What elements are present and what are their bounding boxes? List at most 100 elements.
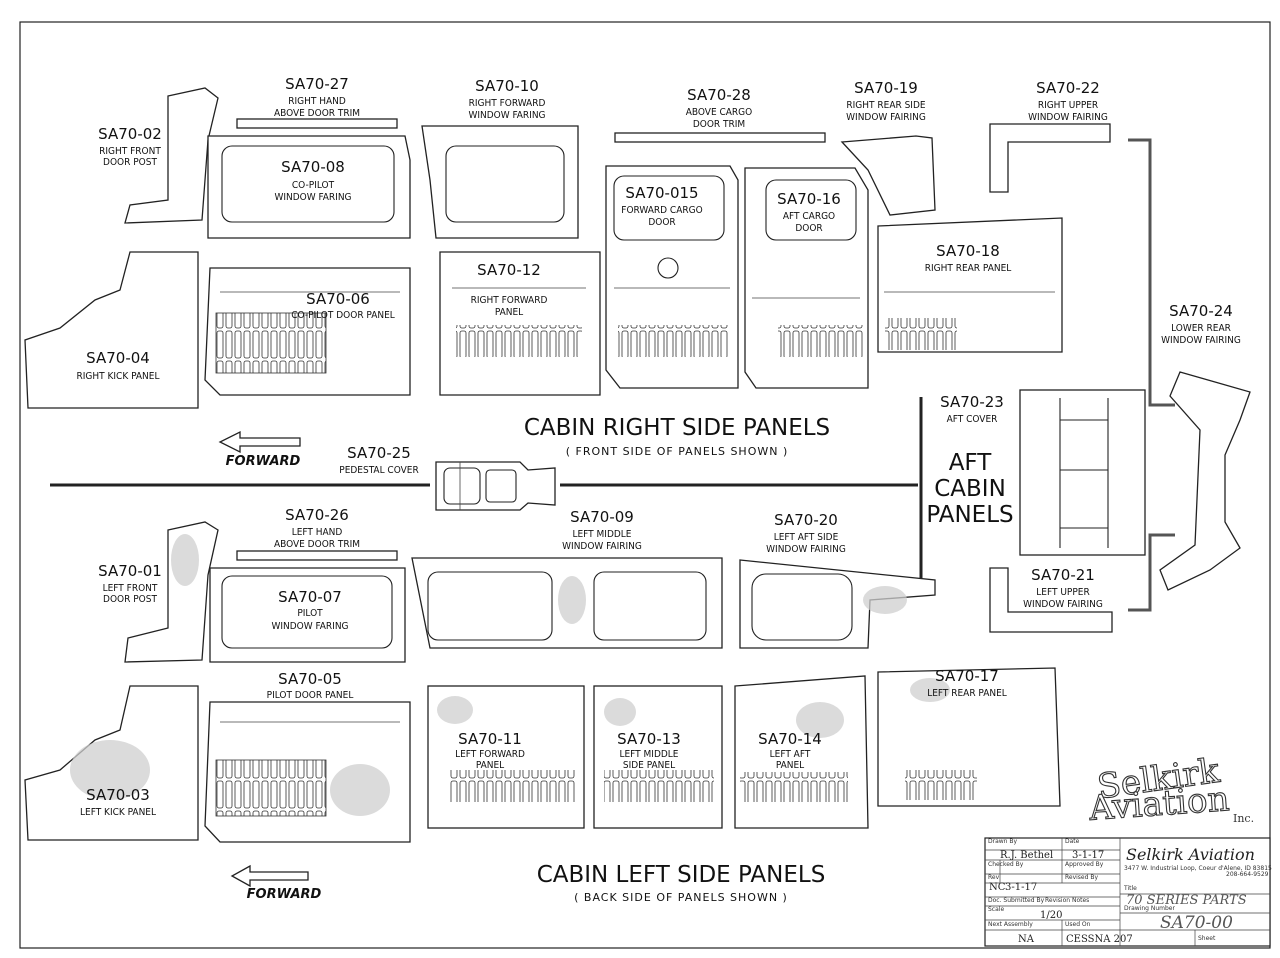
svg-text:WINDOW FARING: WINDOW FARING (468, 110, 545, 121)
svg-text:RIGHT UPPER: RIGHT UPPER (1038, 100, 1098, 111)
louvers-sa70-18 (885, 318, 957, 350)
svg-text:1/20: 1/20 (1040, 910, 1062, 921)
part-shape-sa70-27 (236, 118, 398, 129)
svg-text:RIGHT KICK PANEL: RIGHT KICK PANEL (77, 371, 160, 382)
section-title-right: CABIN RIGHT SIDE PANELS (524, 415, 830, 441)
svg-text:WINDOW FARING: WINDOW FARING (274, 192, 351, 203)
svg-text:DOOR POST: DOOR POST (103, 157, 157, 168)
svg-text:PILOT DOOR PANEL: PILOT DOOR PANEL (267, 690, 354, 701)
svg-text:DOOR: DOOR (795, 223, 822, 234)
svg-text:ABOVE DOOR TRIM: ABOVE DOOR TRIM (274, 539, 360, 550)
svg-text:Revised By: Revised By (1065, 874, 1098, 881)
svg-text:LEFT FORWARD: LEFT FORWARD (455, 749, 525, 760)
section-note-left: ( BACK SIDE OF PANELS SHOWN ) (574, 891, 788, 904)
louvers-sa70-12 (456, 325, 582, 357)
part-shape-sa70-02 (124, 87, 219, 224)
title-block: Drawn By Date R.J. Bethel 3-1-17 Checked… (984, 837, 1272, 947)
label-sa70-21: SA70-21 (1031, 566, 1095, 584)
aft-group (989, 138, 1251, 633)
forward-label-bottom: FORWARD (247, 887, 322, 902)
svg-text:DOOR TRIM: DOOR TRIM (693, 119, 745, 130)
svg-text:WINDOW FAIRING: WINDOW FAIRING (1023, 599, 1103, 610)
label-sa70-18: SA70-18 (936, 242, 1000, 260)
section-title-left: CABIN LEFT SIDE PANELS (537, 862, 826, 888)
svg-text:3477 W. Industrial Loop, Coeur: 3477 W. Industrial Loop, Coeur d'Alene, … (1124, 865, 1272, 872)
svg-text:Sheet: Sheet (1198, 935, 1216, 942)
label-sa70-22: SA70-22 (1036, 79, 1100, 97)
louvers-sa70-06 (215, 312, 327, 374)
svg-text:WINDOW FAIRING: WINDOW FAIRING (846, 112, 926, 123)
label-sa70-25: SA70-25 (347, 444, 411, 462)
connector-arrow-top (1128, 138, 1175, 407)
label-sa70-14: SA70-14 (758, 730, 822, 748)
louvers-sa70-13 (604, 770, 714, 802)
part-shape-sa70-07 (209, 567, 406, 663)
label-sa70-04: SA70-04 (86, 349, 150, 367)
svg-text:LEFT AFT: LEFT AFT (770, 749, 811, 760)
window-opening-sa70-09-b (593, 571, 707, 641)
label-sa70-01: SA70-01 (98, 562, 162, 580)
svg-text:Checked By: Checked By (988, 861, 1024, 868)
svg-text:LEFT AFT SIDE: LEFT AFT SIDE (774, 532, 839, 543)
window-opening-sa70-10 (445, 145, 565, 223)
svg-text:208-664-9529: 208-664-9529 (1226, 871, 1269, 878)
aft-title-line-1: AFT (949, 450, 993, 476)
svg-text:Title: Title (1123, 885, 1137, 892)
label-sa70-27: SA70-27 (285, 75, 349, 93)
label-sa70-19: SA70-19 (854, 79, 918, 97)
svg-text:LEFT REAR PANEL: LEFT REAR PANEL (927, 688, 1007, 699)
part-shape-sa70-10 (421, 125, 579, 239)
svg-text:WINDOW FAIRING: WINDOW FAIRING (766, 544, 846, 555)
door-handle-sa70-015 (657, 257, 679, 279)
aft-title-line-2: CABIN (934, 476, 1006, 502)
svg-text:RIGHT HAND: RIGHT HAND (288, 96, 346, 107)
sheet-border (19, 21, 1271, 949)
label-sa70-08: SA70-08 (281, 158, 345, 176)
svg-text:R.J. Bethel: R.J. Bethel (1000, 850, 1053, 861)
louvers-sa70-11 (450, 770, 576, 802)
label-sa70-26: SA70-26 (285, 506, 349, 524)
svg-text:Used On: Used On (1065, 921, 1091, 928)
label-sa70-13: SA70-13 (617, 730, 681, 748)
svg-text:SIDE PANEL: SIDE PANEL (623, 760, 675, 771)
svg-text:Aviation: Aviation (1087, 779, 1231, 829)
forward-arrow-top (218, 430, 301, 454)
right-side-group (24, 87, 1111, 409)
label-sa70-06: SA70-06 (306, 290, 370, 308)
labels: SA70-02 RIGHT FRONT DOOR POST SA70-27 RI… (77, 75, 1241, 818)
window-opening-sa70-20 (751, 573, 853, 641)
label-sa70-17: SA70-17 (935, 667, 999, 685)
svg-text:AFT CARGO: AFT CARGO (783, 211, 835, 222)
svg-text:Rev: Rev (988, 874, 1000, 881)
label-sa70-09: SA70-09 (570, 508, 634, 526)
label-sa70-11: SA70-11 (458, 730, 522, 748)
aft-title-line-3: PANELS (926, 502, 1013, 528)
louvers-sa70-16 (778, 325, 864, 357)
svg-text:CO-PILOT DOOR PANEL: CO-PILOT DOOR PANEL (291, 310, 395, 321)
svg-text:NA: NA (1018, 934, 1035, 945)
svg-text:FORWARD CARGO: FORWARD CARGO (621, 205, 702, 216)
label-sa70-03: SA70-03 (86, 786, 150, 804)
label-sa70-20: SA70-20 (774, 511, 838, 529)
label-sa70-28: SA70-28 (687, 86, 751, 104)
pedestal-cover-drawing (435, 461, 556, 511)
svg-text:NC: NC (989, 882, 1006, 893)
label-sa70-05: SA70-05 (278, 670, 342, 688)
svg-text:Revision Notes: Revision Notes (1045, 897, 1089, 904)
svg-text:Next Assembly: Next Assembly (988, 921, 1033, 928)
louvers-sa70-015 (618, 325, 728, 357)
svg-text:LEFT UPPER: LEFT UPPER (1036, 587, 1089, 598)
louvers-sa70-05 (215, 759, 327, 817)
svg-text:CESSNA 207: CESSNA 207 (1066, 934, 1133, 945)
label-sa70-16: SA70-16 (777, 190, 841, 208)
svg-text:Drawn By: Drawn By (988, 838, 1017, 845)
svg-text:Doc. Submitted By: Doc. Submitted By (988, 897, 1045, 904)
window-opening-sa70-07 (221, 575, 393, 649)
svg-text:PILOT: PILOT (297, 608, 323, 619)
window-opening-sa70-16 (765, 179, 857, 241)
svg-text:Approved By: Approved By (1065, 861, 1104, 868)
connector-arrow-bottom (1128, 533, 1175, 612)
label-sa70-10: SA70-10 (475, 77, 539, 95)
label-sa70-24: SA70-24 (1169, 302, 1233, 320)
